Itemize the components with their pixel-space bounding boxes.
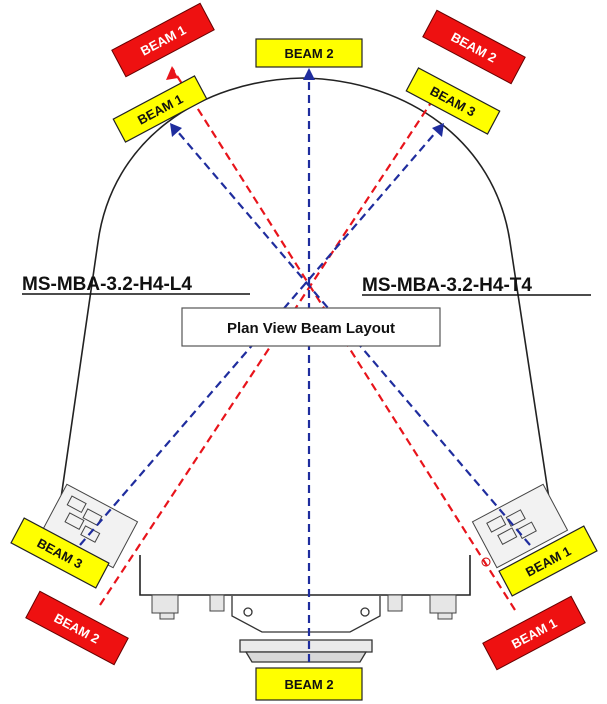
blue-arrowhead-center [303, 68, 315, 80]
tag-bottom-right-yellow: BEAM 1 [498, 525, 598, 597]
tag-bottom-center-yellow-text: BEAM 2 [284, 677, 333, 692]
tag-top-left-red: BEAM 1 [111, 2, 215, 78]
blue-arrowhead-right [432, 123, 444, 137]
right-model-label: MS-MBA-3.2-H4-T4 [362, 275, 532, 296]
bottom-connectors [151, 594, 457, 620]
tag-bottom-left-red: BEAM 2 [25, 590, 129, 666]
left-transducer [41, 483, 139, 569]
right-transducer [471, 483, 569, 569]
left-model-label-group: MS-MBA-3.2-H4-L4 [22, 274, 250, 295]
blue-arrowhead-left [170, 123, 182, 137]
red-arrowhead-left [166, 66, 178, 80]
caption-box: Plan View Beam Layout [181, 307, 441, 347]
left-model-label: MS-MBA-3.2-H4-L4 [22, 274, 192, 295]
red-beam-line-left [99, 91, 439, 606]
tag-top-center-yellow: BEAM 2 [255, 38, 363, 68]
red-beam-line-right [171, 67, 516, 611]
tag-top-right-red: BEAM 2 [422, 9, 526, 85]
tag-bottom-left-yellow: BEAM 3 [10, 517, 110, 589]
tag-top-right-yellow: BEAM 3 [405, 67, 501, 135]
tag-bottom-center-yellow: BEAM 2 [255, 667, 363, 701]
caption-text: Plan View Beam Layout [227, 320, 395, 337]
tag-bottom-right-red: BEAM 1 [482, 595, 586, 671]
mounting-bracket [231, 596, 381, 663]
beam-lines [79, 67, 531, 662]
right-model-label-group: MS-MBA-3.2-H4-T4 [362, 275, 591, 296]
tag-top-center-yellow-text: BEAM 2 [284, 46, 333, 61]
housing-outline [59, 77, 551, 596]
tag-top-left-yellow: BEAM 1 [112, 75, 208, 143]
